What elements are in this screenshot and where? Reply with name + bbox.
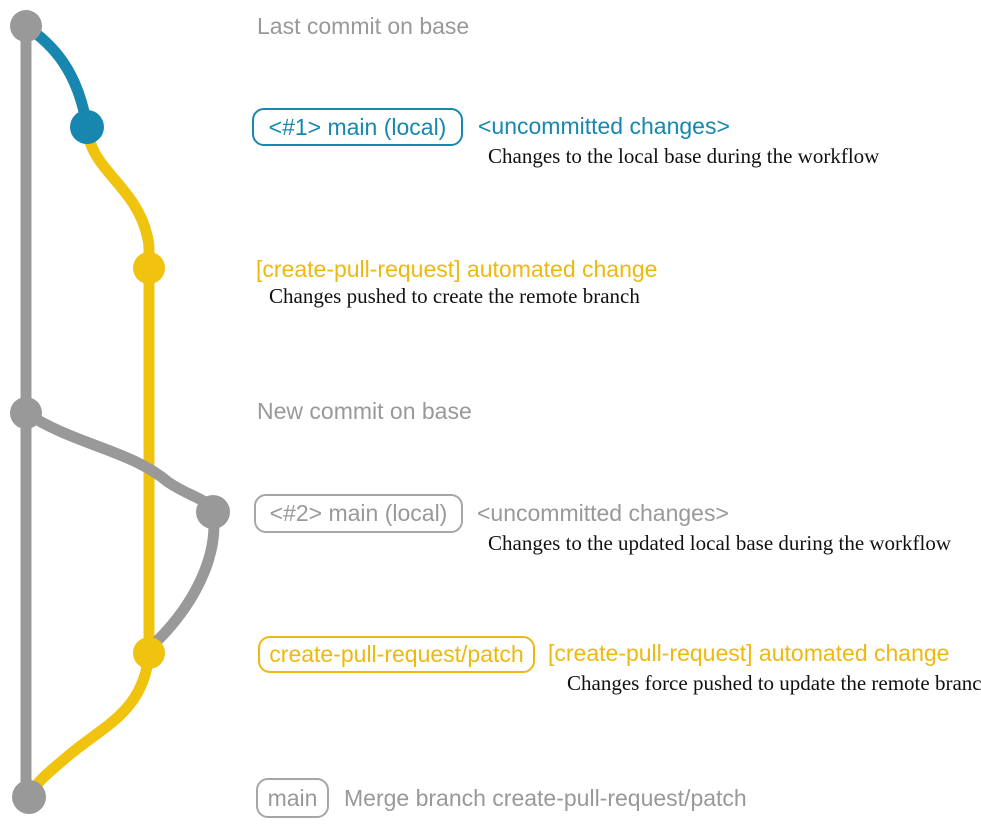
branch-badge-main-local-2: <#2> main (local): [254, 494, 463, 533]
patch-branch-line: [81, 121, 155, 659]
commit-node-merge: [12, 780, 46, 814]
merge-commit-note: Merge branch create-pull-request/patch: [344, 785, 747, 811]
new-commit-label: New commit on base: [257, 398, 472, 424]
commit-node-local-1: [70, 110, 104, 144]
last-commit-label: Last commit on base: [257, 13, 470, 39]
uncommitted-changes-note-1: <uncommitted changes>: [478, 113, 730, 139]
commit-node-base-1: [10, 10, 42, 42]
merge-line: [24, 647, 155, 802]
rebase-out-line: [20, 407, 218, 516]
commit-graph: [10, 10, 230, 814]
automated-change-note-2: [create-pull-request] automated change: [548, 640, 950, 666]
push2-detail-text: Changes force pushed to update the remot…: [567, 671, 981, 695]
commit-node-patch-1: [133, 252, 165, 284]
local1-detail-text: Changes to the local base during the wor…: [488, 144, 880, 168]
local-main-branch-line: [20, 20, 93, 133]
automated-change-note-1: [create-pull-request] automated change: [256, 256, 658, 282]
uncommitted-changes-note-2: <uncommitted changes>: [477, 500, 729, 526]
commit-node-base-2: [10, 397, 42, 429]
commit-node-local-2: [196, 495, 230, 529]
branch-badge-main: main: [256, 778, 329, 818]
commit-node-patch-2: [133, 637, 165, 669]
rebase-back-line: [146, 506, 220, 652]
branch-badge-patch: create-pull-request/patch: [258, 636, 535, 673]
local2-detail-text: Changes to the updated local base during…: [488, 531, 952, 555]
push1-detail-text: Changes pushed to create the remote bran…: [269, 284, 640, 308]
branch-badge-main-local-1: <#1> main (local): [252, 108, 463, 146]
